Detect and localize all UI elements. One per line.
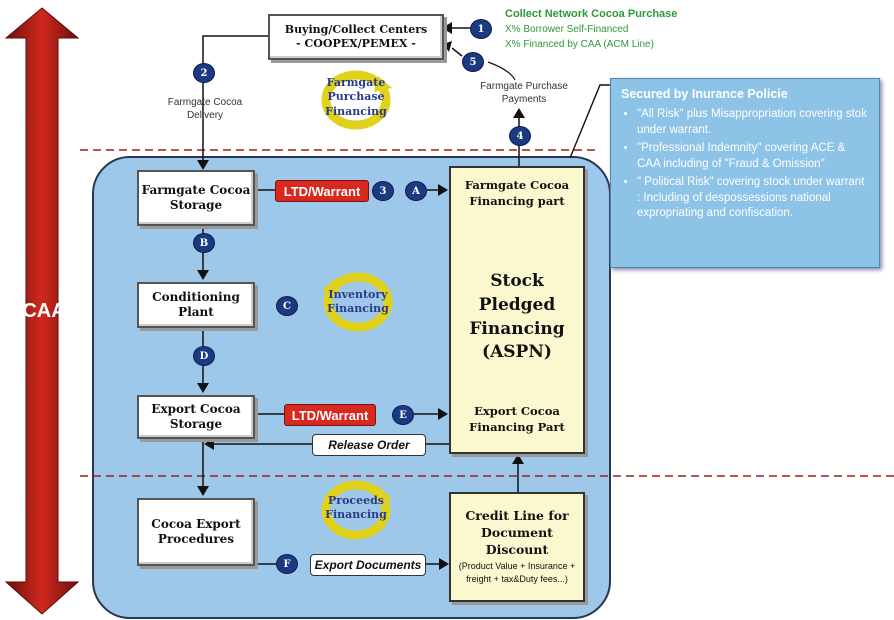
step-2-badge: 2 [193,63,215,83]
stock-main-label: Stock Pledged Financing (ASPN) [469,271,565,363]
insurance-panel: Secured by Inurance Policie "All Risk" p… [610,78,880,268]
insurance-item: "Professional Indemnity" covering ACE & … [637,141,869,172]
farmgate-payments-label: Farmgate Purchase Payments [480,81,568,105]
inventory-cycle-label: Inventory Financing [327,288,389,316]
credit-line-title: Credit Line for Document Discount [465,508,569,557]
release-order-button[interactable]: Release Order [312,434,426,456]
step-5-badge: 5 [462,52,484,72]
farmgate-cycle-label: Farmgate Purchase Financing [325,76,387,118]
ltd-warrant-button-2[interactable]: LTD/Warrant [284,404,376,426]
buying-centers-box: Buying/Collect Centers - COOPEX/PEMEX - [268,14,444,60]
proceeds-cycle-icon [321,480,392,540]
stock-top-label: Farmgate Cocoa Financing part [464,178,570,208]
collect-title: Collect Network Cocoa Purchase [505,8,678,20]
export-procedures-box: Cocoa Export Procedures [137,498,255,566]
step-f-badge: F [276,554,298,574]
credit-line-detail: (Product Value + Insurance + freight + t… [458,561,576,584]
farmgate-storage-box: Farmgate Cocoa Storage [137,170,255,226]
collect-line-2: X% Financed by CAA (ACM Line) [505,39,654,50]
inventory-cycle-icon [322,272,393,332]
caa-double-arrow [4,7,80,615]
step-b-badge: B [193,233,215,253]
stock-bottom-label: Export Cocoa Financing Part [469,404,565,434]
export-storage-box: Export Cocoa Storage [137,395,255,439]
step-1-badge: 1 [470,19,492,39]
step-3-badge: 3 [372,181,394,201]
step-4-badge: 4 [509,126,531,146]
export-documents-button[interactable]: Export Documents [310,554,426,576]
ltd-warrant-button-1[interactable]: LTD/Warrant [275,180,369,202]
step-a-badge: A [405,181,427,201]
insurance-item: " Political Risk" covering stock under w… [637,175,869,222]
step-c-badge: C [276,296,298,316]
stock-pledged-box: Farmgate Cocoa Financing part Stock Pled… [449,166,585,454]
farmgate-cycle-icon [321,70,392,130]
insurance-item: "All Risk" plus Misappropriation coverin… [637,107,869,138]
step-d-badge: D [193,346,215,366]
farmgate-delivery-label: Farmgate Cocoa Delivery [167,97,243,121]
conditioning-plant-box: Conditioning Plant [137,282,255,328]
step-e-badge: E [392,405,414,425]
proceeds-cycle-label: Proceeds Financing [325,494,387,522]
credit-line-box: Credit Line for Document Discount (Produ… [449,492,585,602]
collect-line-1: X% Borrower Self-Financed [505,24,629,35]
insurance-title: Secured by Inurance Policie [621,87,788,101]
caa-label: CAA [22,300,66,322]
